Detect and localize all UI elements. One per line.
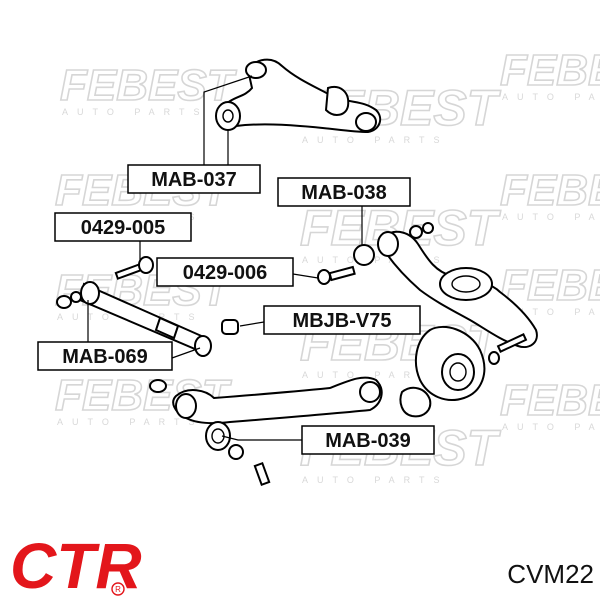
watermark-tagline: AUTO PARTS <box>502 422 600 432</box>
ctr-logo-text: CTR <box>10 530 142 600</box>
callout-label: MBJB-V75 <box>293 310 392 332</box>
callout-mbjb-v75: MBJB-V75 <box>263 305 421 335</box>
bolt-assembly-0429-006 <box>317 265 356 285</box>
leader-lines <box>87 75 363 441</box>
watermark-tile: FEBEST AUTO PARTS <box>499 375 600 432</box>
callout-label: MAB-069 <box>62 346 148 368</box>
callout-label: 0429-006 <box>183 262 268 284</box>
watermark-tagline: AUTO PARTS <box>302 135 449 145</box>
trailing-arm-knuckle <box>353 222 538 418</box>
lower-control-arm <box>149 376 383 487</box>
callout-mab-039: MAB-039 <box>301 425 435 455</box>
watermark-tagline: AUTO PARTS <box>502 212 600 222</box>
watermark-tagline: AUTO PARTS <box>302 475 449 485</box>
lateral-link <box>56 256 212 357</box>
ball-joint <box>221 319 239 335</box>
callout-label: MAB-039 <box>325 430 411 452</box>
watermark-brand: FEBEST <box>500 261 600 310</box>
watermark-tile: FEBEST AUTO PARTS <box>499 45 600 102</box>
callout-label: 0429-005 <box>81 217 166 239</box>
callout-0429-005: 0429-005 <box>54 212 192 242</box>
watermark-tagline: AUTO PARTS <box>502 307 600 317</box>
watermark-tile: FEBEST AUTO PARTS <box>499 165 600 222</box>
watermark-tagline: AUTO PARTS <box>502 92 600 102</box>
callout-label: MAB-038 <box>301 182 387 204</box>
watermark-tile: FEBEST AUTO PARTS <box>499 260 600 317</box>
upper-control-arm <box>215 58 382 134</box>
callout-mab-069: MAB-069 <box>37 341 173 371</box>
watermark-brand: FEBEST <box>60 61 237 110</box>
callout-label: MAB-037 <box>151 169 237 191</box>
ctr-logo: CTR R <box>10 530 142 600</box>
watermark-tagline: AUTO PARTS <box>57 417 204 427</box>
watermark-tile: FEBEST AUTO PARTS <box>59 60 237 117</box>
callout-mab-038: MAB-038 <box>277 177 411 207</box>
registered-mark-icon <box>111 582 125 596</box>
watermark-brand: FEBEST <box>500 376 600 425</box>
watermark-brand: FEBEST <box>500 46 600 95</box>
watermark-brand: FEBEST <box>500 166 600 215</box>
callout-0429-006: 0429-006 <box>156 257 294 287</box>
watermark-tagline: AUTO PARTS <box>62 107 209 117</box>
registered-mark: R <box>115 585 121 594</box>
part-code: CVM22 <box>507 559 594 589</box>
callout-mab-037: MAB-037 <box>127 164 261 194</box>
watermark-tagline: AUTO PARTS <box>302 370 449 380</box>
